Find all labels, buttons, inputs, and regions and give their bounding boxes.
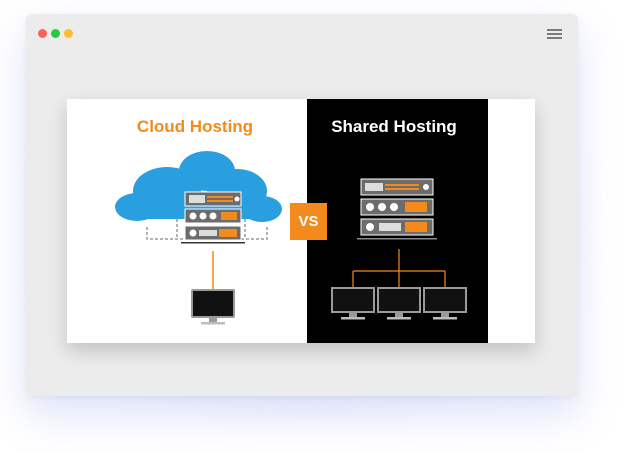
maximize-dot[interactable]	[64, 29, 73, 38]
cloud-hosting-title: Cloud Hosting	[136, 117, 254, 136]
hamburger-menu-icon[interactable]	[547, 28, 562, 40]
cloud-server-icon	[181, 191, 245, 244]
hosting-comparison-image: Cloud Hosting Shared Hosting VS	[67, 99, 535, 343]
connector-lines	[352, 249, 446, 287]
monitor-icon	[331, 287, 375, 320]
monitor-icon	[191, 289, 235, 325]
shared-hosting-title: Shared Hosting	[331, 117, 457, 136]
monitor-icon	[423, 287, 467, 320]
shared-server-icon	[357, 178, 437, 240]
monitor-icon	[377, 287, 421, 320]
minimize-dot[interactable]	[51, 29, 60, 38]
close-dot[interactable]	[38, 29, 47, 38]
hosting-illustration	[115, 151, 467, 325]
network-lines-icon	[146, 219, 268, 240]
browser-window: Cloud Hosting Shared Hosting VS	[26, 14, 578, 396]
vs-badge: VS	[290, 203, 327, 240]
window-titlebar	[26, 14, 578, 54]
right-margin	[488, 99, 535, 343]
